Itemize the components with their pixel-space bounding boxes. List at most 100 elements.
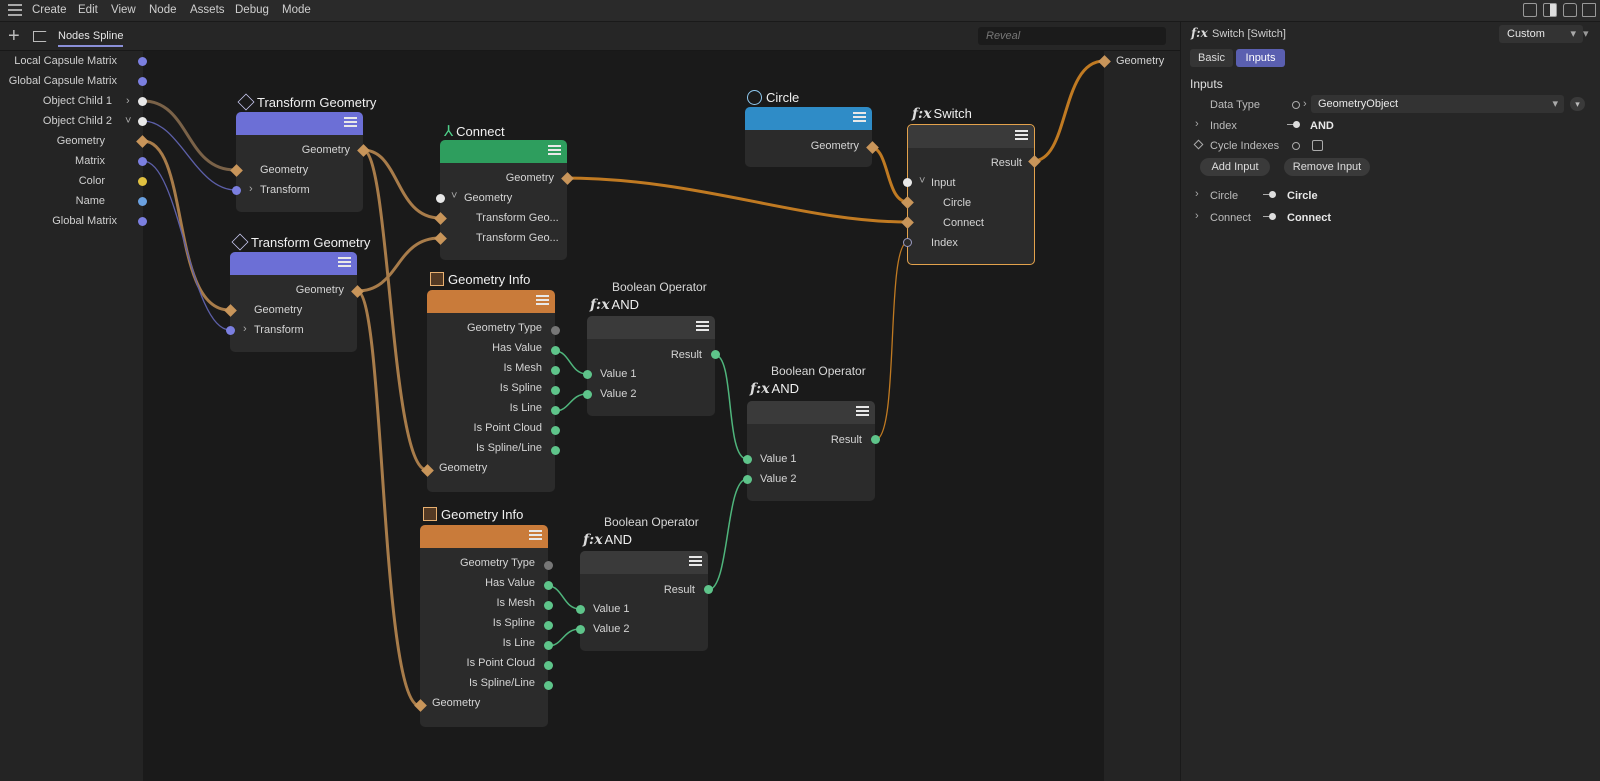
output-port-dot[interactable] <box>704 585 713 594</box>
port-global-matrix[interactable]: Global Matrix <box>0 215 147 229</box>
object-port-dot[interactable] <box>138 117 147 126</box>
chevron-down-icon[interactable]: ˅ <box>919 175 926 187</box>
panel-split-icon[interactable] <box>1543 3 1557 17</box>
node-connect[interactable]: Geometry ˅ Geometry Transform Geo... Tra… <box>440 140 567 260</box>
menu-create[interactable]: Create <box>32 4 67 16</box>
chevron-right-icon[interactable]: › <box>1303 98 1307 110</box>
port-color[interactable]: Color <box>0 175 147 189</box>
matrix-port-dot[interactable] <box>138 157 147 166</box>
add-icon[interactable]: + <box>8 25 20 47</box>
output-port-dot[interactable] <box>544 561 553 570</box>
node-circle[interactable]: Geometry <box>745 107 872 167</box>
panel-layout-icon[interactable] <box>1523 3 1537 17</box>
output-port-dot[interactable] <box>551 346 560 355</box>
node-boolean-operator-3[interactable]: Result Value 1 Value 2 <box>580 551 708 651</box>
output-port-dot[interactable] <box>551 426 560 435</box>
chevron-down-icon[interactable]: ˅ <box>125 115 132 127</box>
chevron-right-icon[interactable]: › <box>126 95 130 107</box>
port-object-child-2[interactable]: Object Child 2 ˅ <box>0 115 147 129</box>
node-menu-icon[interactable] <box>529 530 542 542</box>
node-boolean-operator-1[interactable]: Result Value 1 Value 2 <box>587 316 715 416</box>
input-port-dot[interactable] <box>436 194 445 203</box>
output-port-dot[interactable] <box>871 435 880 444</box>
node-header[interactable] <box>230 252 357 275</box>
menu-view[interactable]: View <box>111 4 136 16</box>
output-port-dot[interactable] <box>551 446 560 455</box>
preset-dropdown[interactable]: Custom ▾ <box>1499 25 1583 43</box>
tab-nodes-spline[interactable]: Nodes Spline <box>58 30 124 47</box>
cycle-indexes-checkbox[interactable] <box>1312 140 1323 151</box>
input-port-dot[interactable] <box>743 455 752 464</box>
node-menu-icon[interactable] <box>536 295 549 307</box>
node-menu-icon[interactable] <box>338 257 351 269</box>
remove-input-button[interactable]: Remove Input <box>1284 158 1370 176</box>
node-header[interactable] <box>745 107 872 130</box>
input-port-dot[interactable] <box>226 326 235 335</box>
output-port-dot[interactable] <box>544 601 553 610</box>
node-boolean-operator-2[interactable]: Result Value 1 Value 2 <box>747 401 875 501</box>
node-switch[interactable]: Result ˅ Input Circle Connect Index <box>907 124 1035 265</box>
input-port-dot[interactable] <box>232 186 241 195</box>
chevron-right-icon[interactable]: › <box>1195 188 1199 200</box>
object-port-dot[interactable] <box>138 97 147 106</box>
port-geometry[interactable]: Geometry <box>0 135 149 149</box>
menu-assets[interactable]: Assets <box>190 4 225 16</box>
node-geometry-info-2[interactable]: Geometry Type Has Value Is Mesh Is Splin… <box>420 525 548 727</box>
data-type-dropdown[interactable]: GeometryObject ▾ <box>1311 95 1564 113</box>
matrix-port-dot[interactable] <box>138 57 147 66</box>
node-transform-geometry-1[interactable]: Geometry Geometry › Transform <box>236 112 363 212</box>
node-menu-icon[interactable] <box>1015 130 1028 142</box>
node-transform-geometry-2[interactable]: Geometry Geometry › Transform <box>230 252 357 352</box>
hamburger-menu-icon[interactable] <box>8 4 22 16</box>
options-dropdown-icon[interactable]: ▾ <box>1570 97 1585 111</box>
new-window-icon[interactable] <box>1582 3 1596 17</box>
string-port-dot[interactable] <box>138 197 147 206</box>
node-menu-icon[interactable] <box>689 556 702 568</box>
port-matrix[interactable]: Matrix <box>0 155 147 169</box>
matrix-port-dot[interactable] <box>138 217 147 226</box>
node-menu-icon[interactable] <box>696 321 709 333</box>
lock-icon[interactable] <box>1563 3 1577 17</box>
input-port-dot[interactable] <box>583 370 592 379</box>
node-header[interactable] <box>420 525 548 548</box>
port-name[interactable]: Name <box>0 195 147 209</box>
node-header[interactable] <box>587 316 715 339</box>
chevron-down-icon[interactable]: ▾ <box>1583 28 1589 40</box>
node-menu-icon[interactable] <box>853 112 866 124</box>
node-menu-icon[interactable] <box>856 406 869 418</box>
chevron-right-icon[interactable]: › <box>1195 210 1199 222</box>
output-port-dot[interactable] <box>544 641 553 650</box>
output-port-dot[interactable] <box>544 581 553 590</box>
menu-debug[interactable]: Debug <box>235 4 269 16</box>
color-port-dot[interactable] <box>138 177 147 186</box>
chevron-down-icon[interactable]: ˅ <box>451 190 458 202</box>
add-input-button[interactable]: Add Input <box>1200 158 1270 176</box>
output-port-dot[interactable] <box>551 366 560 375</box>
input-port-dot[interactable] <box>903 238 912 247</box>
node-menu-icon[interactable] <box>548 145 561 157</box>
output-port-dot[interactable] <box>711 350 720 359</box>
menu-node[interactable]: Node <box>149 4 177 16</box>
output-port-dot[interactable] <box>544 661 553 670</box>
output-port-dot[interactable] <box>544 621 553 630</box>
output-port-dot[interactable] <box>551 326 560 335</box>
output-port-dot[interactable] <box>551 406 560 415</box>
node-header[interactable] <box>908 125 1034 148</box>
chevron-right-icon[interactable]: › <box>243 323 247 335</box>
node-header[interactable] <box>440 140 567 163</box>
matrix-port-dot[interactable] <box>138 77 147 86</box>
input-port-dot[interactable] <box>903 178 912 187</box>
keyframe-icon[interactable] <box>1292 101 1300 109</box>
port-global-capsule-matrix[interactable]: Global Capsule Matrix <box>0 75 147 89</box>
node-header[interactable] <box>236 112 363 135</box>
port-object-child-1[interactable]: Object Child 1 › <box>0 95 147 109</box>
input-port-dot[interactable] <box>583 390 592 399</box>
chevron-right-icon[interactable]: › <box>1195 118 1199 130</box>
output-port-dot[interactable] <box>544 681 553 690</box>
keyframe-icon[interactable] <box>1292 142 1300 150</box>
input-port-dot[interactable] <box>576 625 585 634</box>
node-header[interactable] <box>747 401 875 424</box>
node-header[interactable] <box>580 551 708 574</box>
tab-inputs[interactable]: Inputs <box>1236 49 1285 67</box>
tab-basic[interactable]: Basic <box>1190 49 1233 67</box>
